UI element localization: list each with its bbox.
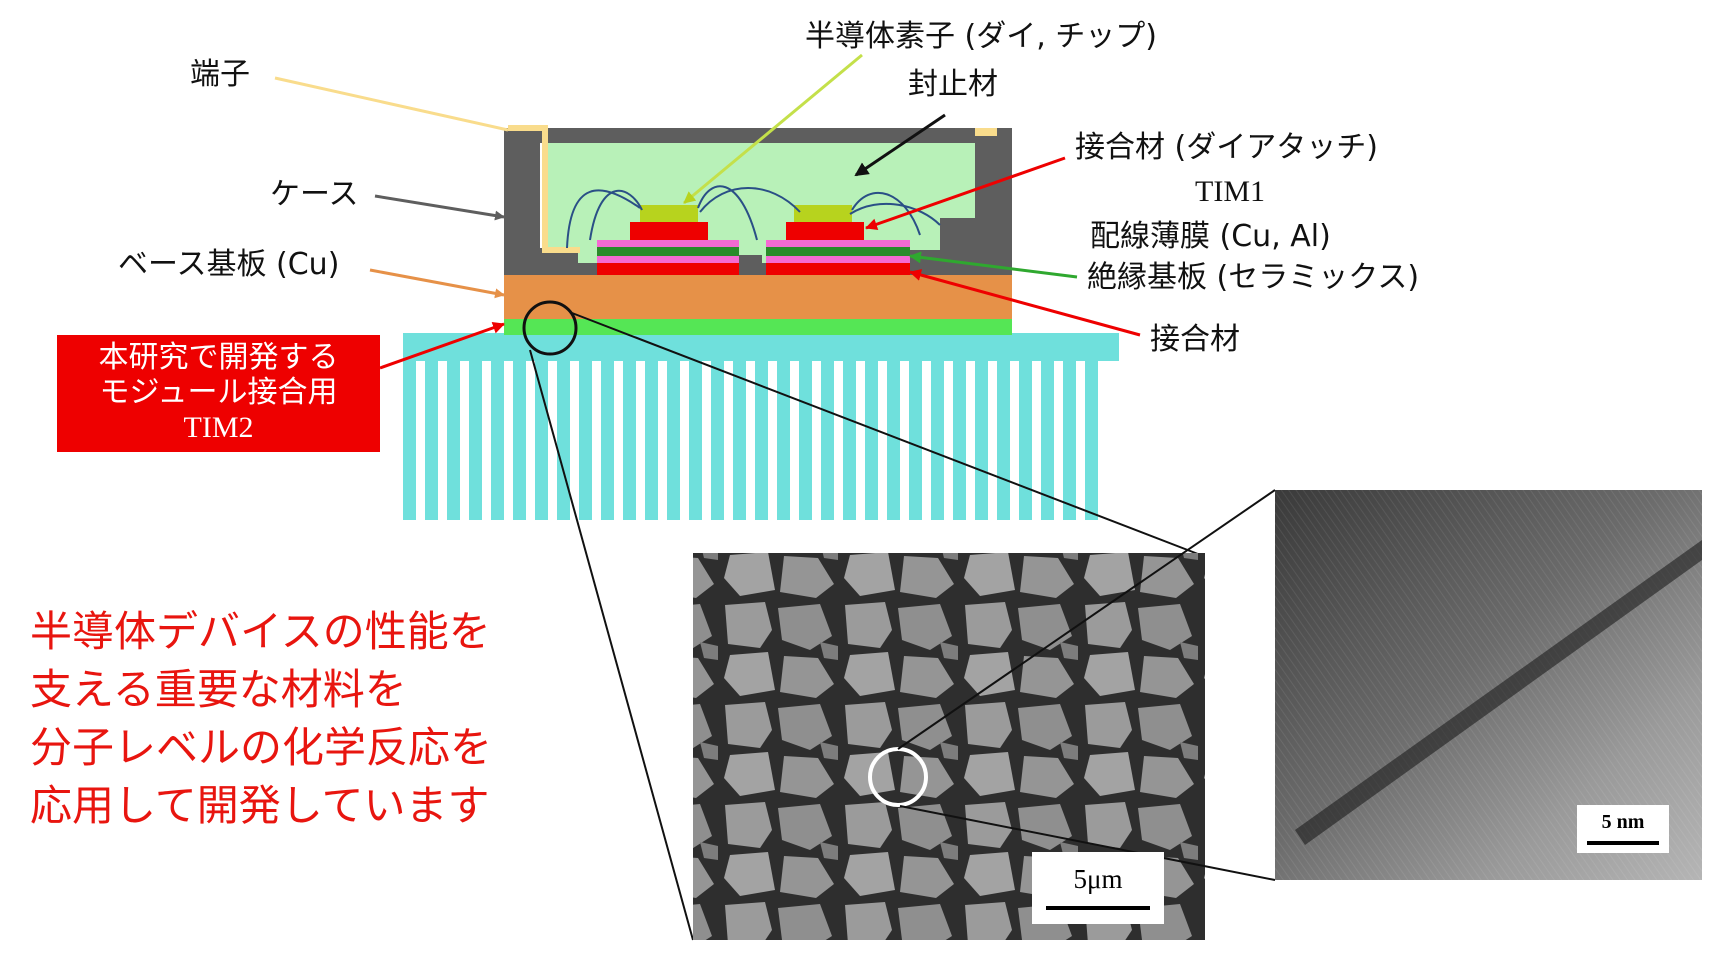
label-die: 半導体素子 (ダイ, チップ) (805, 19, 1158, 54)
heatsink-fin (821, 360, 834, 520)
heatsink-fin (843, 360, 856, 520)
leader-encapsulant (854, 113, 946, 177)
case (504, 128, 1012, 275)
heatsink-fin (975, 360, 988, 520)
heatsink-fin (1019, 360, 1032, 520)
heatsink-fin (491, 360, 504, 520)
bond-wires (566, 185, 941, 249)
message-line-4: 応用して開発しています (30, 781, 490, 830)
tim2-line-1: 本研究で開発する (98, 340, 339, 375)
heatsink-fin (997, 360, 1010, 520)
zoom-line-2 (571, 312, 1199, 555)
message-line-2: 支える重要な材料を (30, 665, 407, 714)
heatsink-fin (909, 360, 922, 520)
zoom-circle-tim2 (522, 300, 578, 356)
leader-base (369, 268, 505, 299)
label-tim1: TIM1 (1195, 175, 1265, 208)
terminal-right (975, 128, 997, 136)
heatsink-fin (645, 360, 658, 520)
research-message: 半導体デバイスの性能を 支える重要な材料を 分子レベルの化学反応を 応用して開発… (30, 603, 492, 835)
heatsink-fin (887, 360, 900, 520)
heatsink-fin (447, 360, 460, 520)
heatsink-fin (733, 360, 746, 520)
heatsink-base (403, 333, 1119, 361)
tim2-layer (504, 318, 1012, 335)
heatsink-fin (777, 360, 790, 520)
heatsink-fin (579, 360, 592, 520)
power-stack-right (766, 205, 910, 275)
heatsink-fin (689, 360, 702, 520)
heatsink-fin (535, 360, 548, 520)
tim2-line-3: TIM2 (183, 411, 254, 444)
heatsink-fin (513, 360, 526, 520)
sem-scale-bar (1046, 906, 1150, 910)
zoom-line-3 (897, 489, 1276, 750)
sem-scale-box: 5μm (1032, 852, 1164, 924)
heatsink-fin (711, 360, 724, 520)
message-line-3: 分子レベルの化学反応を (30, 723, 493, 772)
heatsink-fin (425, 360, 438, 520)
sem-scale-label: 5μm (1073, 864, 1123, 894)
heatsink-fin (601, 360, 614, 520)
zoom-line-1 (529, 349, 694, 941)
heatsink-fin (623, 360, 636, 520)
label-base-plate: ベース基板 (Cu) (118, 247, 340, 282)
message-line-1: 半導体デバイスの性能を (30, 607, 491, 656)
leader-tim2 (379, 322, 505, 370)
heatsink-fin (1063, 360, 1076, 520)
heatsink-fin (931, 360, 944, 520)
heatsink-fin (1041, 360, 1054, 520)
zoom-line-4 (899, 805, 1276, 881)
base-plate-cu (504, 275, 1012, 319)
leader-die (683, 53, 863, 205)
leader-bonding (909, 269, 1141, 337)
tim2-callout-box: 本研究で開発する モジュール接合用 TIM2 (57, 335, 380, 452)
power-stack-left (597, 205, 739, 275)
heatsink-fin (755, 360, 768, 520)
terminal-left (508, 125, 580, 253)
heatsink-fin (469, 360, 482, 520)
tem-scale-label: 5 nm (1601, 811, 1645, 833)
heatsink-fin (953, 360, 966, 520)
heatsink-fin (403, 360, 416, 520)
label-case: ケース (270, 177, 359, 212)
leader-insulating (909, 251, 1078, 279)
label-die-attach: 接合材 (ダイアタッチ) (1075, 130, 1378, 165)
heatsink-fins (403, 360, 1098, 520)
leader-die-attach (865, 156, 1066, 231)
tem-micrograph (1275, 490, 1702, 880)
label-insulating-substrate: 絶縁基板 (セラミックス) (1087, 260, 1420, 295)
heatsink (403, 333, 1119, 520)
label-bonding-material: 接合材 (1150, 322, 1240, 357)
heatsink-fin (557, 360, 570, 520)
label-terminal: 端子 (190, 57, 250, 92)
heatsink-fin (1085, 360, 1098, 520)
leader-terminal (274, 76, 509, 132)
heatsink-fin (799, 360, 812, 520)
label-encapsulant: 封止材 (908, 67, 998, 102)
tem-scale-bar (1587, 841, 1659, 845)
leader-case (374, 194, 505, 221)
tim2-line-2: モジュール接合用 (99, 375, 338, 410)
heatsink-fin (865, 360, 878, 520)
tem-scale-box: 5 nm (1577, 805, 1669, 853)
label-wiring-film: 配線薄膜 (Cu, Al) (1090, 219, 1331, 254)
heatsink-fin (667, 360, 680, 520)
